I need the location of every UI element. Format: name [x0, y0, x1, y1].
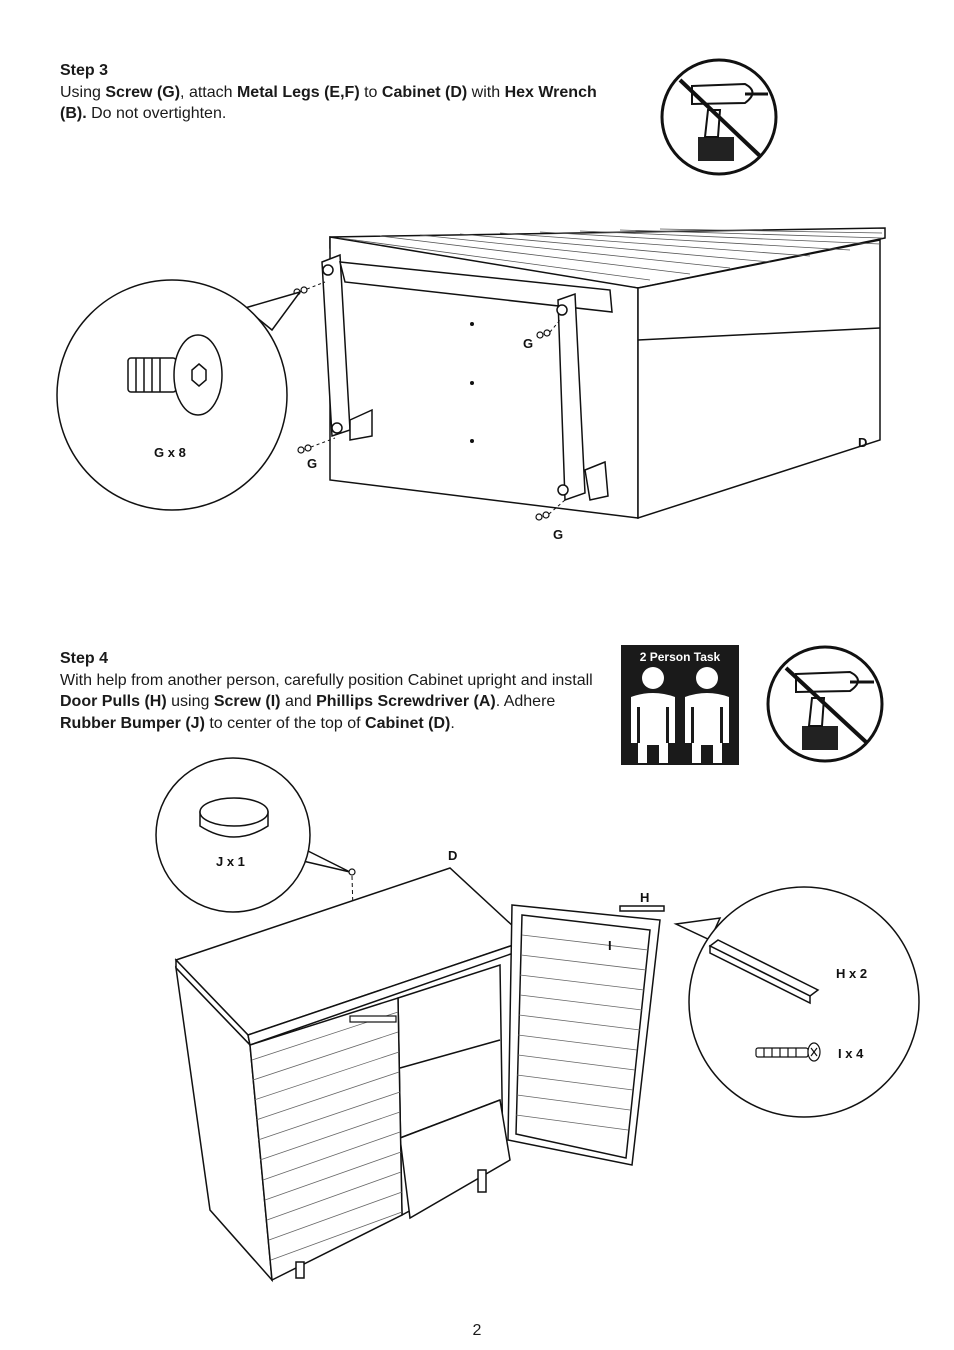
open-door: [507, 904, 665, 1166]
part-ref: Screw (G): [105, 83, 181, 101]
cabinet-upside-down: [321, 227, 886, 520]
step4-title: Step 4: [60, 650, 109, 667]
label-g: G: [553, 527, 563, 542]
text-run: with: [467, 83, 505, 101]
label-g: G: [307, 456, 317, 471]
text-run: . Adhere: [495, 693, 556, 710]
text-run: .: [450, 714, 455, 732]
step4-figure: D H I J x 1 H x 2 I x 4: [155, 645, 920, 1283]
label-g: G: [523, 336, 533, 351]
part-ref: Cabinet (D): [365, 714, 451, 732]
part-ref: Door Pulls (H): [60, 693, 167, 710]
part-ref: Screw (I): [213, 693, 281, 710]
tool-ref: Phillips Screwdriver (A): [316, 693, 496, 710]
screw-callout: [56, 279, 302, 511]
page-number: 2: [472, 1322, 482, 1339]
text-run: to center of the top of: [204, 714, 366, 732]
screw-icon: [755, 1042, 821, 1062]
step4-instructions: Step 4 With help from another person, ca…: [60, 648, 605, 734]
label-i: I: [608, 938, 612, 953]
part-ref: Rubber Bumper (J): [60, 714, 205, 732]
step3-instructions: Step 3 Using Screw (G), attach Metal Leg…: [60, 60, 605, 125]
no-power-drill-icon: [766, 645, 884, 763]
door-pull-icon: [708, 939, 820, 1005]
callout-quantity-h: H x 2: [836, 966, 867, 981]
screw-icon: [127, 334, 223, 416]
part-ref: Metal Legs (E,F): [236, 83, 360, 101]
label-d: D: [858, 435, 867, 450]
text-run: Do not overtighten.: [86, 105, 227, 122]
text-run: and: [280, 693, 317, 710]
cabinet-upright: [174, 867, 530, 1283]
tool-ref: Hex Wrench (B).: [60, 83, 597, 123]
two-person-icon: [631, 667, 729, 763]
text-run: Using: [60, 83, 106, 101]
text-run: , attach: [180, 83, 237, 101]
badge-label: 2 Person Task: [639, 650, 721, 664]
label-d: D: [448, 848, 457, 863]
rubber-bumper-icon: [199, 797, 269, 838]
text-run: to: [359, 83, 382, 101]
part-ref: Cabinet (D): [381, 83, 468, 101]
step3-figure: G x 8 G G G D: [56, 58, 886, 542]
step3-title: Step 3: [60, 62, 109, 79]
label-h: H: [640, 890, 649, 905]
callout-quantity-g: G x 8: [154, 445, 186, 460]
two-person-task-badge: 2 Person Task: [621, 645, 739, 765]
no-power-drill-icon: [660, 58, 778, 176]
text-run: using: [166, 693, 214, 710]
text-run: With help from another person, carefully…: [60, 671, 593, 689]
callout-quantity-i: I x 4: [838, 1046, 864, 1061]
door-pull-callout: [673, 886, 920, 1118]
callout-quantity-j: J x 1: [216, 854, 245, 869]
rubber-bumper-callout: [155, 757, 351, 913]
